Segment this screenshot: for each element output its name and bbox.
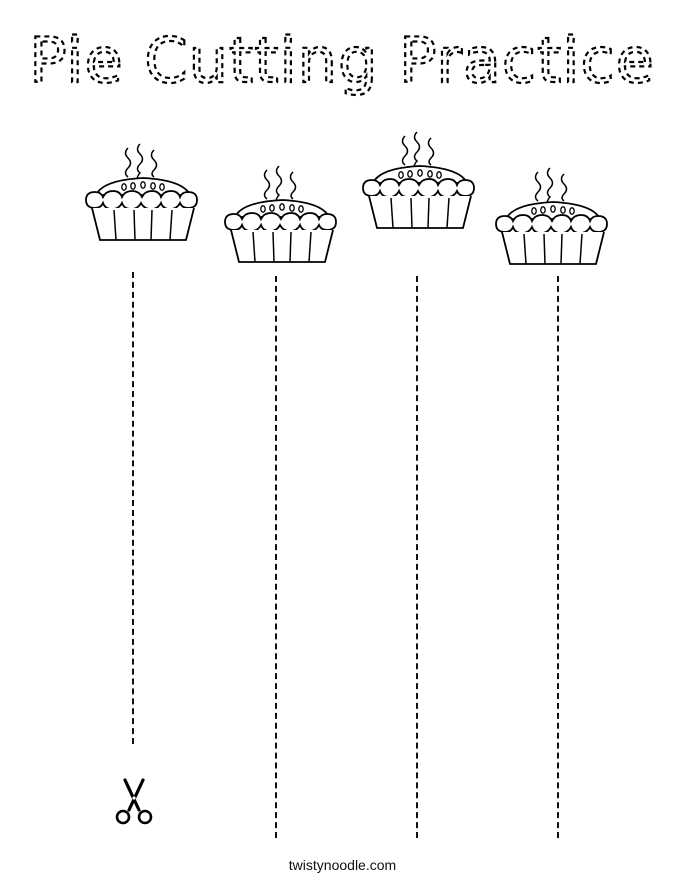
pie-icon bbox=[355, 128, 485, 233]
scissors-icon bbox=[115, 778, 153, 825]
cut-line bbox=[132, 272, 134, 744]
pie-icon bbox=[78, 140, 208, 245]
page-title: Pie Cutting Practice bbox=[29, 24, 655, 97]
page-title-svg: Pie Cutting Practice bbox=[28, 23, 655, 98]
site-footer[interactable]: twistynoodle.com bbox=[288, 857, 397, 873]
pie-icon bbox=[217, 162, 347, 267]
pie-icon bbox=[488, 164, 618, 269]
cut-line bbox=[275, 276, 277, 838]
page-title-container: Pie Cutting Practice bbox=[0, 22, 685, 112]
cut-line bbox=[416, 276, 418, 838]
cut-line bbox=[557, 276, 559, 838]
